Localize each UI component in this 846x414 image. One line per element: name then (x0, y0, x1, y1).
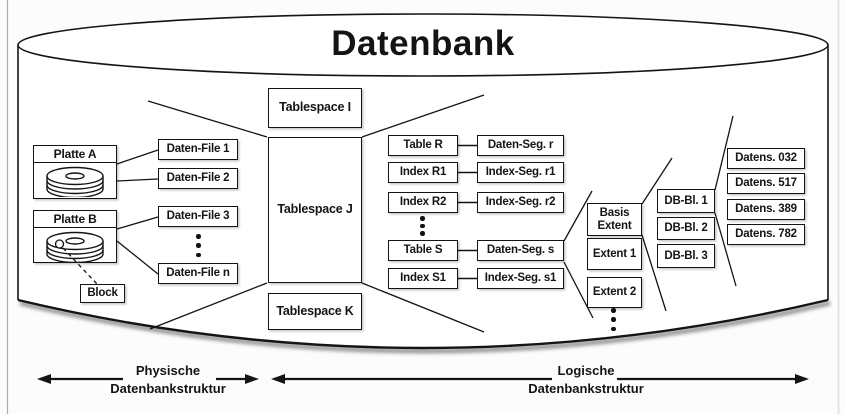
index-s1-box: Index S1 (388, 268, 458, 289)
logical-structure-label: Logische Datenbankstruktur (506, 362, 666, 397)
tablespace-j-box: Tablespace J (268, 137, 362, 283)
index-seg-r1-box: Index-Seg. r1 (477, 162, 564, 183)
files-ellipsis-icon (196, 234, 201, 258)
tablespace-k-box: Tablespace K (268, 293, 362, 330)
record-389-box: Datens. 389 (727, 199, 805, 220)
basis-extent-box: Basis Extent (587, 203, 642, 236)
record-032-box: Datens. 032 (727, 148, 805, 169)
table-s-box: Table S (388, 240, 458, 261)
disk-a-box: Platte A (33, 145, 117, 199)
tablespace-i-box: Tablespace I (268, 88, 362, 128)
objects-ellipsis-icon (420, 216, 425, 236)
disk-to-file-lines (116, 149, 159, 275)
record-782-box: Datens. 782 (727, 224, 805, 245)
cylinder-bottom-shadow (19, 300, 831, 354)
index-seg-s1-box: Index-Seg. s1 (477, 268, 564, 289)
logical-structure-label-line1: Logische (557, 363, 615, 378)
daten-file-2-box: Daten-File 2 (158, 168, 238, 189)
arrowhead-left-icon (37, 374, 51, 384)
db-block-2-box: DB-Bl. 2 (657, 217, 715, 240)
extent-2-box: Extent 2 (587, 277, 642, 308)
index-r2-box: Index R2 (388, 192, 458, 213)
daten-file-3-box: Daten-File 3 (158, 206, 238, 227)
arrowhead-right-icon (795, 374, 809, 384)
db-block-1-box: DB-Bl. 1 (657, 189, 715, 213)
disk-icon (46, 231, 104, 262)
daten-seg-r-box: Daten-Seg. r (477, 135, 564, 156)
object-segment-links (458, 144, 477, 280)
logical-structure-label-line2: Datenbankstruktur (528, 380, 644, 396)
index-seg-r2-box: Index-Seg. r2 (477, 192, 564, 213)
disk-a-label: Platte A (34, 146, 116, 163)
cylinder-bottom-edge (17, 298, 829, 350)
daten-file-1-box: Daten-File 1 (158, 139, 238, 160)
extent-1-box: Extent 1 (587, 238, 642, 270)
disk-icon (46, 166, 104, 197)
physical-structure-label-line1: Physische (135, 363, 201, 378)
block-box: Block (80, 284, 125, 303)
daten-file-n-box: Daten-File n (158, 263, 238, 284)
index-r1-box: Index R1 (388, 162, 458, 183)
disk-b-label: Platte B (34, 211, 116, 228)
record-517-box: Datens. 517 (727, 173, 805, 194)
disk-b-box: Platte B (33, 210, 117, 263)
diagram-title: Datenbank (331, 24, 515, 63)
physical-structure-label-line2: Datenbankstruktur (110, 380, 226, 396)
daten-seg-s-box: Daten-Seg. s (477, 240, 564, 261)
table-r-box: Table R (388, 135, 458, 156)
arrowhead-left-icon (271, 374, 285, 384)
physical-structure-label: Physische Datenbankstruktur (88, 362, 248, 397)
db-block-3-box: DB-Bl. 3 (657, 244, 715, 268)
extents-ellipsis-icon (611, 308, 616, 332)
